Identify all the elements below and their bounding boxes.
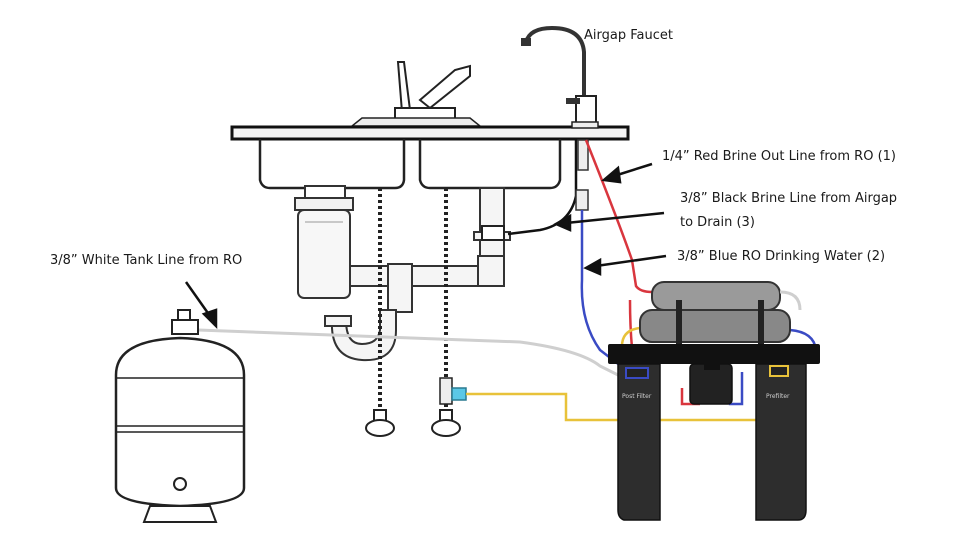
- sink-basins: [258, 139, 562, 190]
- ro-system: Post Filter Prefilter: [608, 281, 820, 521]
- countertop: [230, 125, 630, 141]
- blue-drinking-water-label: 3/8” Blue RO Drinking Water (2): [677, 249, 886, 264]
- feed-water-adapter-icon: [451, 387, 467, 401]
- white-tank-line: [197, 328, 621, 378]
- kitchen-faucet-icon: [349, 61, 483, 127]
- blue-drinking-water-line: [580, 210, 627, 371]
- black-brine-line-label: 3/8” Black Brine Line from Airgap: [680, 191, 898, 206]
- drain-saddle-icon: [481, 225, 505, 241]
- red-brine-line: [584, 139, 653, 294]
- black-brine-line-label-2: to Drain (3): [680, 215, 755, 230]
- garbage-disposal-icon: [294, 185, 354, 299]
- prefilter-label: Prefilter: [766, 393, 790, 400]
- faucet-icon: [521, 25, 599, 129]
- filter-canister-icon: [755, 363, 807, 521]
- pressure-tank-icon: [114, 309, 246, 523]
- cold-shutoff-valve-icon: [431, 377, 461, 437]
- red-brine-line-label: 1/4” Red Brine Out Line from RO (1): [662, 149, 896, 164]
- membrane-housing-lower: [639, 309, 791, 343]
- mounting-bracket: [608, 344, 820, 364]
- post-filter-label: Post Filter: [622, 393, 652, 400]
- airgap-faucet-label: Airgap Faucet: [584, 28, 673, 43]
- white-tank-line-label: 3/8” White Tank Line from RO: [50, 253, 243, 268]
- callout-arrows: [184, 162, 667, 330]
- hot-shutoff-valve-icon: [365, 409, 395, 437]
- filter-canister-icon: [617, 363, 661, 521]
